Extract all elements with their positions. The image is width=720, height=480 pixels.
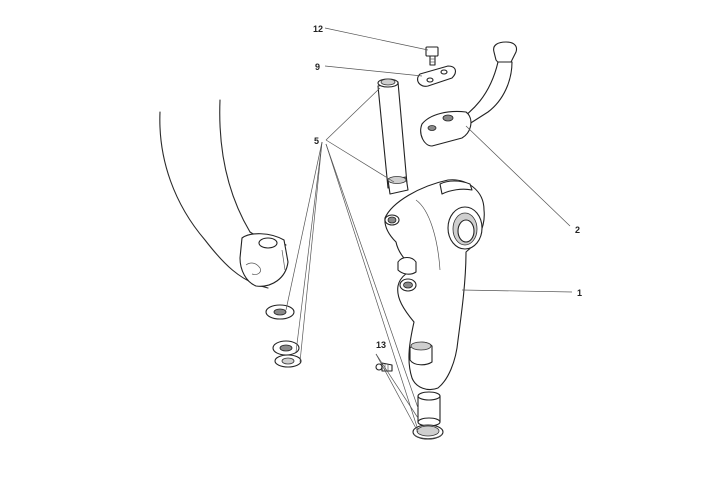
bolt-12 bbox=[425, 46, 439, 66]
callout-2: 2 bbox=[575, 225, 580, 235]
callout-9: 9 bbox=[315, 62, 320, 72]
callout-13: 13 bbox=[376, 340, 386, 350]
king-pin-5 bbox=[377, 78, 409, 195]
lower-bush-5 bbox=[417, 391, 441, 427]
callout-5: 5 bbox=[314, 136, 319, 146]
plate-9 bbox=[417, 65, 457, 87]
callout-12: 12 bbox=[313, 24, 323, 34]
callout-1: 1 bbox=[577, 288, 582, 298]
callout-labels: 12 9 5 2 1 13 bbox=[313, 24, 582, 350]
stub-axle-knuckle-1 bbox=[384, 179, 485, 391]
bottom-cap-5 bbox=[412, 424, 444, 440]
grease-nipple-13 bbox=[375, 362, 393, 372]
body-panel-outline bbox=[159, 99, 289, 289]
shims-5 bbox=[265, 304, 302, 368]
leader-lines bbox=[285, 27, 573, 433]
